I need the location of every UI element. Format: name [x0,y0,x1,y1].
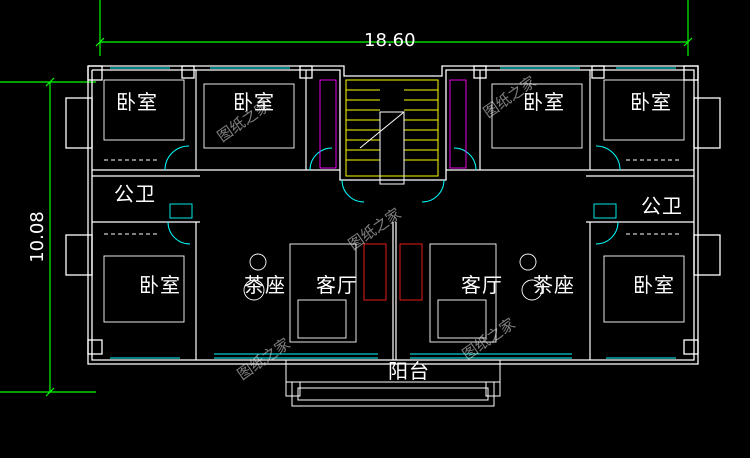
room-label-bedroom-top-left-2: 卧室 [233,90,275,114]
furniture [103,79,685,343]
room-label-tea-right: 茶座 [533,273,575,297]
room-label-bedroom-top-right: 卧室 [630,90,672,114]
dimension-lines [0,0,693,397]
partition-walls [92,70,694,360]
width-dimension: 18.60 [364,30,416,51]
room-label-bedroom-top-left: 卧室 [116,90,158,114]
balcony-steps [285,359,501,407]
room-label-bedroom-top-right-2: 卧室 [523,90,565,114]
plants [243,253,543,301]
room-label-bedroom-bottom-right: 卧室 [633,273,675,297]
room-label-bath-left: 公卫 [114,182,156,206]
room-label-living-left: 客厅 [316,273,358,297]
room-label-bedroom-bottom-left: 卧室 [139,273,181,297]
staircase [345,79,439,185]
room-label-bath-right: 公卫 [641,194,683,218]
room-label-balcony: 阳台 [388,359,430,383]
windows [110,67,676,359]
room-label-tea-left: 茶座 [244,273,286,297]
room-label-living-right: 客厅 [461,273,503,297]
height-dimension: 10.08 [26,211,48,263]
door-swings [164,145,621,245]
